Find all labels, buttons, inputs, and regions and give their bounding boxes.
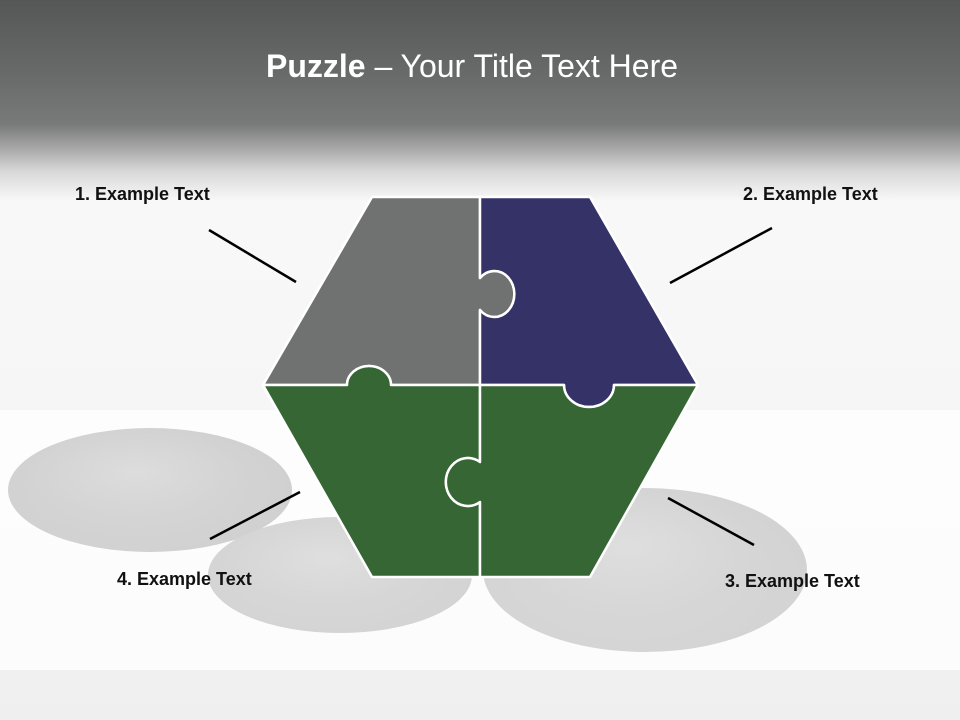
connector-line-2 bbox=[669, 226, 773, 285]
label-1: 1. Example Text bbox=[75, 184, 210, 204]
label-2: 2. Example Text bbox=[743, 184, 878, 204]
label-4: 4. Example Text bbox=[117, 569, 252, 589]
connector-line-4 bbox=[209, 490, 301, 541]
slide-title: Puzzle – Your Title Text Here bbox=[0, 48, 944, 85]
puzzle-piece-3[interactable] bbox=[444, 383, 700, 579]
puzzle-piece-2[interactable] bbox=[478, 195, 700, 409]
title-rest: – Your Title Text Here bbox=[365, 48, 679, 84]
connector-line-3 bbox=[667, 496, 755, 547]
title-bold: Puzzle bbox=[265, 48, 366, 84]
connector-line-1 bbox=[208, 228, 297, 284]
puzzle-hexagon bbox=[261, 195, 700, 579]
label-3: 3. Example Text bbox=[725, 571, 860, 591]
puzzle-piece-1[interactable] bbox=[261, 195, 516, 387]
title-banner bbox=[0, 0, 960, 200]
